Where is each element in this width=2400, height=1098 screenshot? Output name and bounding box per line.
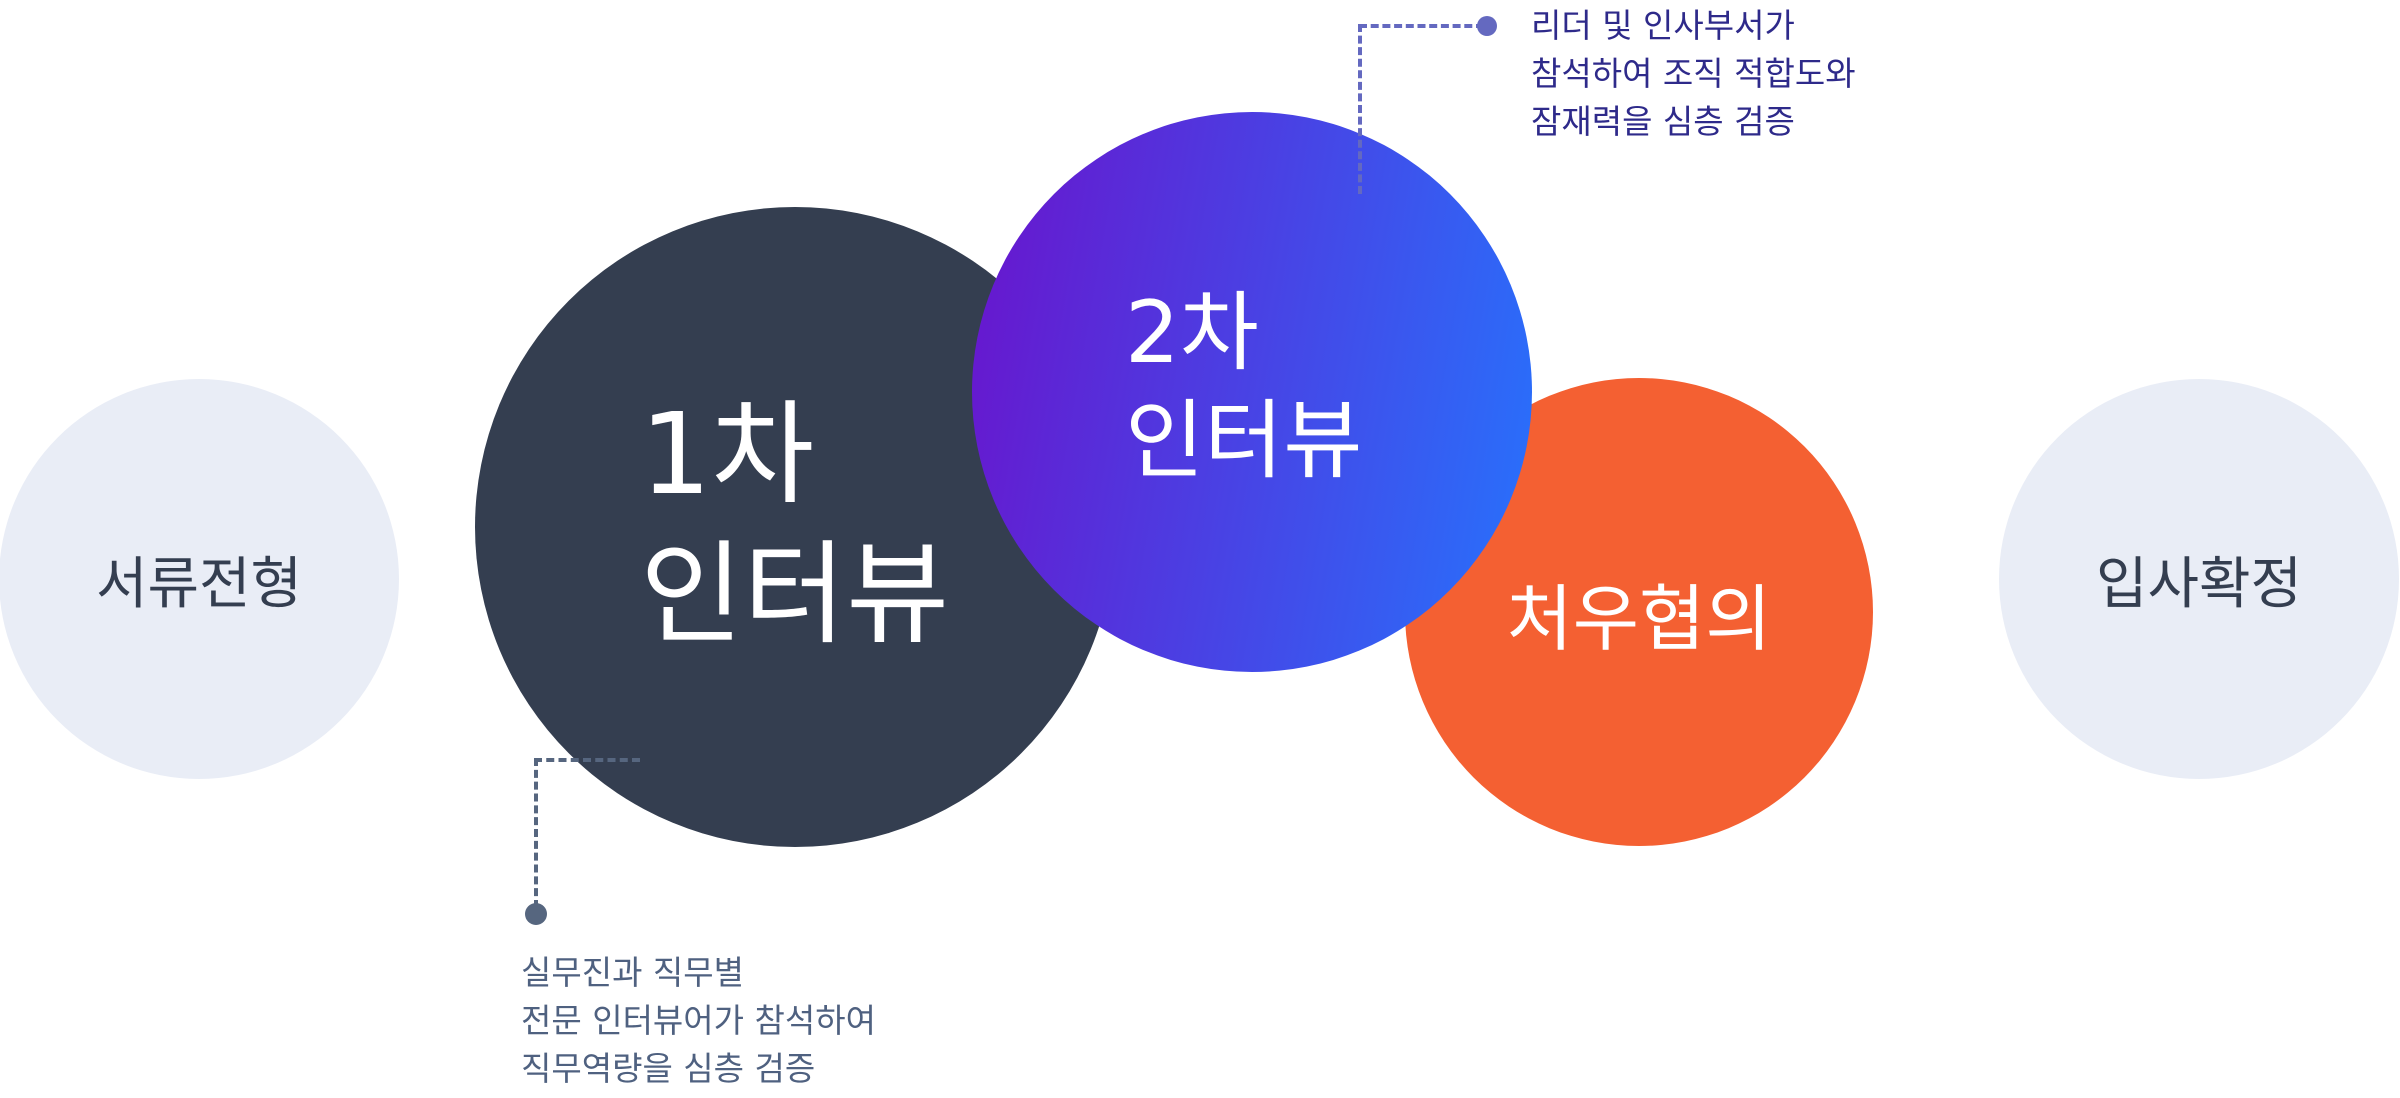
stage-label-line2: 인터뷰	[1125, 390, 1363, 491]
callout-dot	[525, 903, 547, 925]
description-line: 잠재력을 심층 검증	[1531, 102, 1795, 141]
callout-connector	[534, 758, 538, 908]
stage-label-line1: 2차	[1125, 283, 1259, 383]
second-interview-label: 2차 인터뷰	[1125, 280, 1362, 495]
first-interview-label: 1차 인터뷰	[640, 385, 949, 665]
callout-dot	[1477, 16, 1497, 36]
stage-label-line2: 인터뷰	[640, 530, 950, 660]
callout-connector	[1358, 24, 1362, 194]
stage-document-screening: 서류전형	[0, 379, 399, 779]
stage-label-line1: 1차	[640, 390, 815, 520]
stage-label: 처우협의	[1506, 576, 1772, 661]
second-interview-description: 리더 및 인사부서가 참석하여 조직 적합도와 잠재력을 심층 검증	[1531, 2, 1856, 146]
first-interview-description: 실무진과 직무별 전문 인터뷰어가 참석하여 직무역량을 심층 검증	[521, 949, 876, 1093]
stage-hiring-confirmed: 입사확정	[1999, 379, 2399, 779]
description-line: 리더 및 인사부서가	[1531, 6, 1795, 45]
stage-label: 서류전형	[95, 551, 303, 617]
description-line: 참석하여 조직 적합도와	[1531, 54, 1856, 93]
stage-second-interview	[972, 112, 1532, 672]
callout-connector	[534, 758, 640, 762]
description-line: 직무역량을 심층 검증	[521, 1049, 816, 1088]
stage-label: 입사확정	[2095, 551, 2303, 617]
description-line: 전문 인터뷰어가 참석하여	[521, 1001, 876, 1040]
callout-connector	[1359, 24, 1484, 28]
description-line: 실무진과 직무별	[521, 953, 745, 992]
